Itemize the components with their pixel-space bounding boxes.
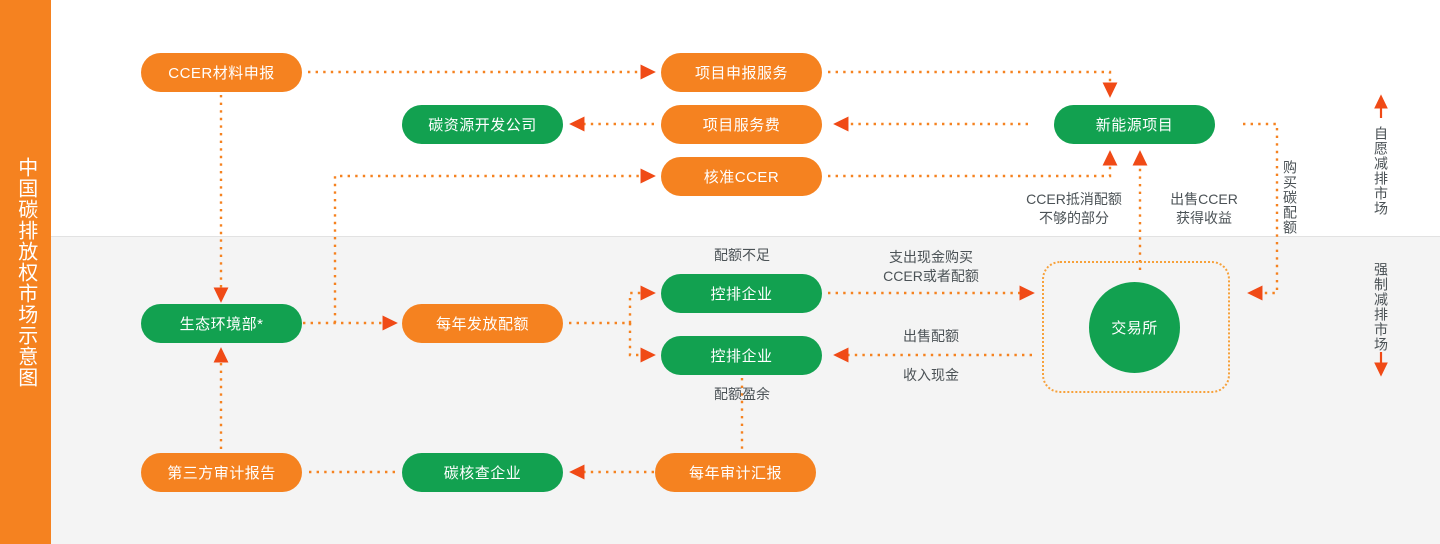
edge-label-cash-income: 收入现金 [903, 367, 959, 383]
node-carbon-resource-dev-company[interactable]: 碳资源开发公司 [402, 105, 563, 144]
edge-label-sell-quota: 出售配额 [903, 328, 959, 344]
node-label: 新能源项目 [1095, 117, 1174, 134]
title-rail: 中国碳排放权市场示意图 [0, 0, 51, 544]
node-new-energy-project[interactable]: 新能源项目 [1054, 105, 1215, 144]
node-approved-ccer[interactable]: 核准CCER [661, 157, 822, 196]
node-annual-quota-issue[interactable]: 每年发放配额 [402, 304, 563, 343]
node-project-declaration-service[interactable]: 项目申报服务 [661, 53, 822, 92]
node-project-service-fee[interactable]: 项目服务费 [661, 105, 822, 144]
node-carbon-verification-company[interactable]: 碳核查企业 [402, 453, 563, 492]
node-annual-audit-report[interactable]: 每年审计汇报 [655, 453, 816, 492]
edge-label-ccer-offset-gap: CCER抵消配额 不够的部分 [1026, 191, 1122, 226]
exchange-frame [1042, 261, 1230, 393]
node-label: 碳核查企业 [443, 465, 522, 482]
node-label: 第三方审计报告 [167, 465, 276, 482]
node-mee[interactable]: 生态环境部* [141, 304, 302, 343]
node-label: CCER材料申报 [168, 65, 275, 82]
node-controlled-enterprise-top[interactable]: 控排企业 [661, 274, 822, 313]
market-label-voluntary: 自愿减排市场 [1373, 126, 1389, 216]
node-label: 项目申报服务 [694, 65, 788, 82]
edge-label-quota-shortage: 配额不足 [714, 247, 770, 263]
node-label: 交易所 [1111, 320, 1158, 337]
node-label: 每年发放配额 [435, 316, 529, 333]
node-third-party-audit-report[interactable]: 第三方审计报告 [141, 453, 302, 492]
node-label: 生态环境部* [179, 316, 264, 333]
node-label: 每年审计汇报 [688, 465, 782, 482]
edge-label-sell-ccer-gain: 出售CCER 获得收益 [1170, 191, 1238, 226]
node-ccer-material[interactable]: CCER材料申报 [141, 53, 302, 92]
market-label-mandatory: 强制减排市场 [1373, 262, 1389, 352]
node-label: 控排企业 [710, 348, 773, 365]
node-controlled-enterprise-bottom[interactable]: 控排企业 [661, 336, 822, 375]
edge-label-spend-cash-buy: 支出现金购买 CCER或者配额 [883, 249, 979, 284]
node-label: 控排企业 [710, 286, 773, 303]
edge-label-buy-carbon-quota: 购买碳配额 [1282, 160, 1298, 235]
node-label: 核准CCER [703, 169, 780, 186]
node-label: 项目服务费 [702, 117, 781, 134]
diagram-title: 中国碳排放权市场示意图 [14, 156, 37, 388]
node-label: 碳资源开发公司 [428, 117, 537, 134]
edge-label-quota-surplus: 配额盈余 [714, 386, 770, 402]
node-exchange[interactable]: 交易所 [1089, 282, 1180, 373]
